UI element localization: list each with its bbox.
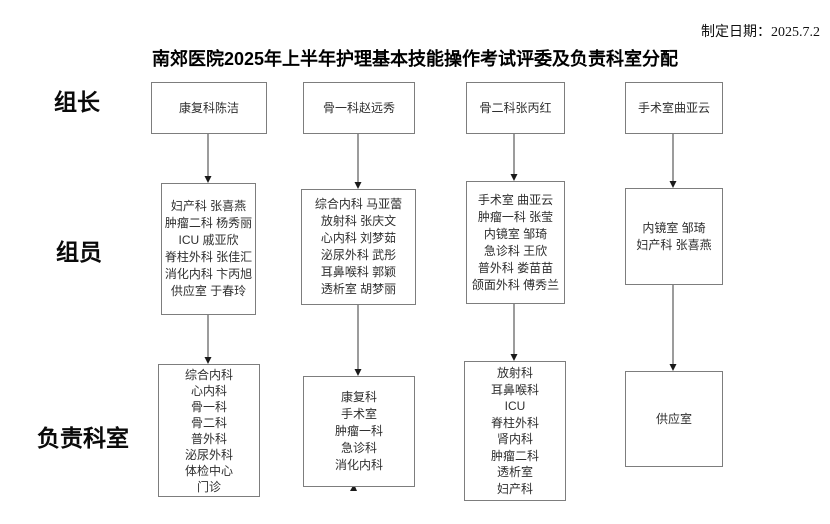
- list-line: 耳鼻喉科: [490, 382, 539, 397]
- list-line: 内镜室 邹琦: [483, 226, 548, 241]
- list-line: 供应室 于春玲: [170, 284, 247, 298]
- list-line: 体检中心: [184, 463, 233, 478]
- list-line: 供应室: [655, 411, 692, 426]
- list-line: 肿瘤二科: [490, 448, 539, 463]
- list-line: 骨二科: [190, 415, 227, 430]
- chart-title: 南郊医院2025年上半年护理基本技能操作考试评委及负责科室分配: [151, 49, 679, 69]
- departments-box-col4: 供应室: [625, 371, 723, 467]
- list-line: 内镜室 邹琦: [642, 220, 706, 235]
- list-line: ICU: [504, 399, 526, 413]
- list-line: 放射科: [496, 366, 533, 380]
- list-line: 脊柱外科: [490, 415, 539, 430]
- list-line: 泌尿外科 武彤: [320, 248, 397, 262]
- list-line: 康复科: [340, 390, 377, 404]
- list-line: 妇产科: [496, 481, 533, 496]
- list-line: 手术室 曲亚云: [477, 192, 554, 207]
- list-line: 消化内科 卞丙旭: [164, 267, 253, 281]
- list-line: 透析室 胡梦丽: [320, 282, 397, 296]
- departments-box-col1: 综合内科心内科骨一科骨二科普外科泌尿外科体检中心门诊: [158, 364, 260, 497]
- list-line: 心内科: [190, 383, 227, 398]
- list-line: 综合内科: [184, 367, 233, 382]
- list-line: 颌面外科 傅秀兰: [471, 277, 560, 292]
- list-line: 肾内科: [496, 432, 533, 446]
- list-line: 心内科 刘梦茹: [320, 231, 397, 245]
- list-line: 耳鼻喉科 郭颖: [320, 265, 397, 279]
- list-line: 门诊: [196, 479, 221, 494]
- list-line: ICU 戚亚欣: [178, 233, 239, 247]
- members-box-col2: 综合内科 马亚蕾放射科 张庆文心内科 刘梦茹泌尿外科 武彤耳鼻喉科 郭颖透析室 …: [301, 189, 416, 305]
- list-line: 放射科 张庆文: [320, 214, 397, 228]
- list-line: 妇产科 张喜燕: [170, 199, 247, 213]
- leader-box-col2: 骨一科赵远秀: [303, 82, 415, 134]
- list-line: 手术室: [340, 407, 377, 421]
- departments-box-col2: 康复科手术室肿瘤一科急诊科消化内科: [303, 376, 415, 487]
- list-line: 骨一科: [190, 399, 227, 414]
- list-line: 消化内科: [334, 458, 383, 472]
- date-label: 制定日期：: [701, 23, 771, 39]
- list-line: 急诊科 王欣: [483, 243, 548, 258]
- creation-date: 制定日期：2025.7.2: [701, 21, 820, 41]
- members-box-col4: 内镜室 邹琦妇产科 张喜燕: [625, 188, 723, 285]
- list-line: 透析室: [496, 465, 533, 479]
- list-line: 急诊科: [340, 441, 377, 455]
- members-box-col1: 妇产科 张喜燕肿瘤二科 杨秀丽 ICU 戚亚欣脊柱外科 张佳汇消化内科 卞丙旭供应…: [161, 183, 256, 315]
- list-line: 肿瘤一科: [334, 424, 383, 438]
- leader-box-col3: 骨二科张丙红: [466, 82, 565, 134]
- leader-box-col1: 康复科陈洁: [151, 82, 267, 134]
- list-line: 肿瘤一科 张莹: [477, 209, 554, 224]
- leader-box-col4: 手术室曲亚云: [625, 82, 723, 134]
- list-line: 泌尿外科: [184, 447, 233, 462]
- departments-box-col3: 放射科耳鼻喉科 ICU 脊柱外科肾内科肿瘤二科透析室妇产科: [464, 361, 566, 501]
- list-line: 综合内科 马亚蕾: [314, 197, 403, 211]
- row-label-leaders: 组长: [54, 89, 100, 115]
- list-line: 妇产科 张喜燕: [636, 237, 712, 252]
- list-line: 肿瘤二科 杨秀丽: [164, 216, 253, 230]
- date-value: 2025.7.2: [771, 25, 820, 40]
- list-line: 普外科: [190, 431, 227, 446]
- members-box-col3: 手术室 曲亚云肿瘤一科 张莹内镜室 邹琦急诊科 王欣普外科 娄苗苗颌面外科 傅秀…: [466, 181, 565, 304]
- row-label-departments: 负责科室: [37, 425, 129, 451]
- list-line: 普外科 娄苗苗: [477, 260, 554, 275]
- list-line: 脊柱外科 张佳汇: [164, 250, 253, 264]
- row-label-members: 组员: [56, 239, 102, 265]
